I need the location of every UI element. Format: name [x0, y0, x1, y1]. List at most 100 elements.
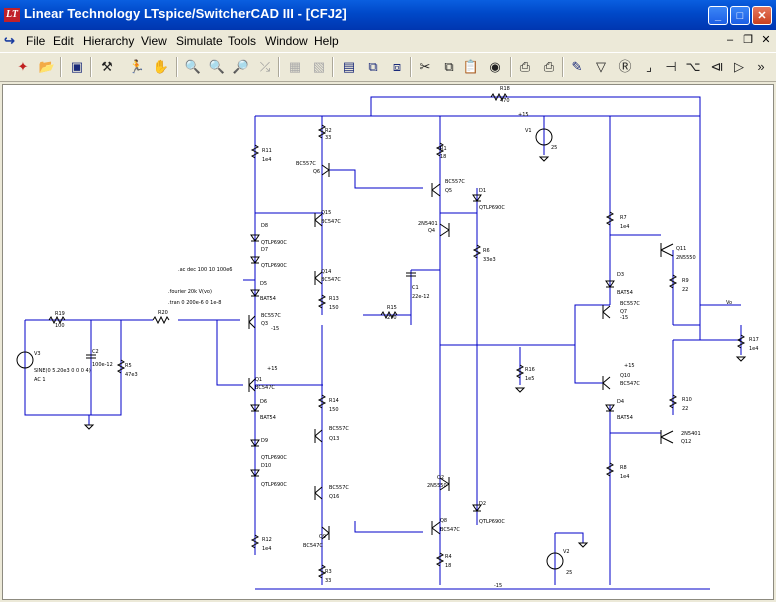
schematic-label[interactable]: D4: [617, 399, 625, 405]
schematic-label[interactable]: SINE(0 5.20e3 0 0 0 4): [34, 368, 91, 374]
schematic-label[interactable]: R9: [682, 278, 689, 284]
schematic-label[interactable]: -15: [620, 315, 629, 321]
schematic-label[interactable]: 22e-12: [412, 294, 430, 300]
close-button[interactable]: ✕: [752, 6, 772, 25]
tile-vertical-icon[interactable]: ⧈: [392, 59, 402, 74]
schematic-label[interactable]: D1: [479, 188, 487, 194]
tile-horizontal-icon[interactable]: ▤: [342, 59, 356, 74]
run-icon[interactable]: 🏃: [128, 59, 146, 74]
halt-icon[interactable]: ✋: [152, 59, 170, 74]
schematic-label[interactable]: 33: [325, 578, 332, 584]
schematic-label[interactable]: 150: [329, 407, 339, 413]
schematic-label[interactable]: 25: [566, 570, 573, 576]
schematic-label[interactable]: .fourier 20k V(vo): [168, 289, 212, 295]
label-net-icon[interactable]: Ⓡ: [618, 59, 632, 74]
autorange-icon[interactable]: ▦: [288, 59, 302, 74]
schematic-label[interactable]: QTLP690C: [261, 455, 287, 461]
minimize-button[interactable]: _: [708, 6, 728, 25]
schematic-label[interactable]: QTLP690C: [479, 519, 505, 525]
print-setup-icon[interactable]: ⎙: [519, 59, 531, 74]
schematic-label[interactable]: Q14: [321, 269, 332, 275]
schematic-label[interactable]: Q2: [437, 475, 445, 481]
schematic-label[interactable]: BAT54: [617, 415, 633, 421]
schematic-label[interactable]: 470: [500, 98, 510, 104]
toolbar-more-icon[interactable]: »: [757, 59, 765, 74]
zoom-fit-icon[interactable]: ⤰: [259, 59, 271, 74]
schematic-label[interactable]: 22: [682, 406, 689, 412]
zoom-pan-icon[interactable]: 🔍: [208, 59, 226, 74]
menu-simulate[interactable]: Simulate: [176, 34, 223, 48]
schematic-label[interactable]: R16: [525, 367, 535, 373]
schematic-label[interactable]: 25: [551, 145, 558, 151]
schematic-label[interactable]: 1e4: [262, 157, 272, 163]
schematic-label[interactable]: 18: [445, 563, 452, 569]
diode-icon[interactable]: ⧏: [710, 59, 724, 74]
paste-icon[interactable]: 📋: [462, 59, 480, 74]
zoom-out-icon[interactable]: 🔎: [232, 59, 250, 74]
print-icon[interactable]: ⎙: [543, 59, 555, 74]
schematic-label[interactable]: -15: [271, 326, 280, 332]
schematic-label[interactable]: Q4: [428, 228, 436, 234]
schematic-label[interactable]: .tran 0 200e-6 0 1e-8: [168, 300, 222, 306]
schematic-label[interactable]: BC547C: [321, 277, 341, 283]
schematic-label[interactable]: AC 1: [34, 377, 46, 383]
zoom-in-icon[interactable]: 🔍: [184, 59, 202, 74]
inductor-icon[interactable]: ⌥: [685, 59, 701, 74]
schematic-label[interactable]: 2N5550: [427, 483, 447, 489]
schematic-label[interactable]: +15: [624, 363, 635, 369]
schematic-label[interactable]: R3: [325, 569, 332, 575]
menu-view[interactable]: View: [141, 34, 167, 48]
title-bar[interactable]: LT Linear Technology LTspice/SwitcherCAD…: [0, 0, 776, 30]
menu-help[interactable]: Help: [314, 34, 339, 48]
schematic-label[interactable]: Q16: [329, 494, 340, 500]
schematic-label[interactable]: R6: [483, 248, 490, 254]
draw-wire-icon[interactable]: ✎: [571, 59, 583, 74]
schematic-label[interactable]: R13: [329, 296, 339, 302]
schematic-label[interactable]: R1: [440, 146, 447, 152]
find-icon[interactable]: ◉: [489, 59, 501, 74]
schematic-label[interactable]: D10: [261, 463, 272, 469]
schematic-label[interactable]: R17: [749, 337, 759, 343]
control-panel-icon[interactable]: ⚒: [101, 59, 113, 74]
schematic-label[interactable]: 2N5550: [676, 255, 696, 261]
schematic-label[interactable]: D7: [261, 247, 269, 253]
schematic-label[interactable]: BC557C: [620, 301, 640, 307]
schematic-label[interactable]: +15: [518, 112, 529, 118]
mdi-minimize-icon[interactable]: –: [726, 34, 734, 46]
schematic-label[interactable]: BC557C: [445, 179, 465, 185]
schematic-label[interactable]: Q6: [313, 169, 321, 175]
schematic-label[interactable]: 18: [440, 154, 447, 160]
schematic-label[interactable]: BC557C: [329, 485, 349, 491]
schematic-label[interactable]: Q1: [255, 377, 263, 383]
schematic-label[interactable]: BC557C: [329, 426, 349, 432]
menu-tools[interactable]: Tools: [228, 34, 257, 48]
schematic-label[interactable]: +15: [267, 366, 278, 372]
schematic-label[interactable]: 2N5401: [418, 221, 438, 227]
cut-icon[interactable]: ✂: [419, 59, 431, 74]
schematic-label[interactable]: BC557C: [296, 161, 316, 167]
copy-icon[interactable]: ⧉: [444, 59, 454, 74]
resistor-icon[interactable]: ⌟: [645, 59, 653, 74]
schematic-label[interactable]: BC557C: [261, 313, 281, 319]
schematic-label[interactable]: -15: [494, 583, 503, 589]
schematic-label[interactable]: 1e4: [749, 346, 759, 352]
schematic-label[interactable]: 2N5401: [681, 431, 701, 437]
schematic-label[interactable]: R4: [445, 554, 452, 560]
schematic-label[interactable]: R10: [682, 397, 692, 403]
save-icon[interactable]: ▣: [70, 59, 84, 74]
schematic-label[interactable]: 1e5: [525, 376, 535, 382]
schematic-label[interactable]: C2: [92, 349, 99, 355]
schematic-label[interactable]: R2: [325, 128, 332, 134]
schematic-label[interactable]: D8: [261, 223, 269, 229]
schematic-label[interactable]: 22: [682, 287, 689, 293]
schematic-label[interactable]: Q3: [261, 321, 269, 327]
schematic-label[interactable]: R19: [55, 311, 65, 317]
schematic-label[interactable]: 33e3: [483, 257, 496, 263]
schematic-label[interactable]: BAT54: [260, 415, 276, 421]
schematic-label[interactable]: R5: [125, 363, 132, 369]
schematic-label[interactable]: R7: [620, 215, 627, 221]
component-icon[interactable]: ▷: [734, 59, 744, 74]
schematic-label[interactable]: R12: [262, 537, 272, 543]
schematic-label[interactable]: 1e4: [620, 474, 630, 480]
